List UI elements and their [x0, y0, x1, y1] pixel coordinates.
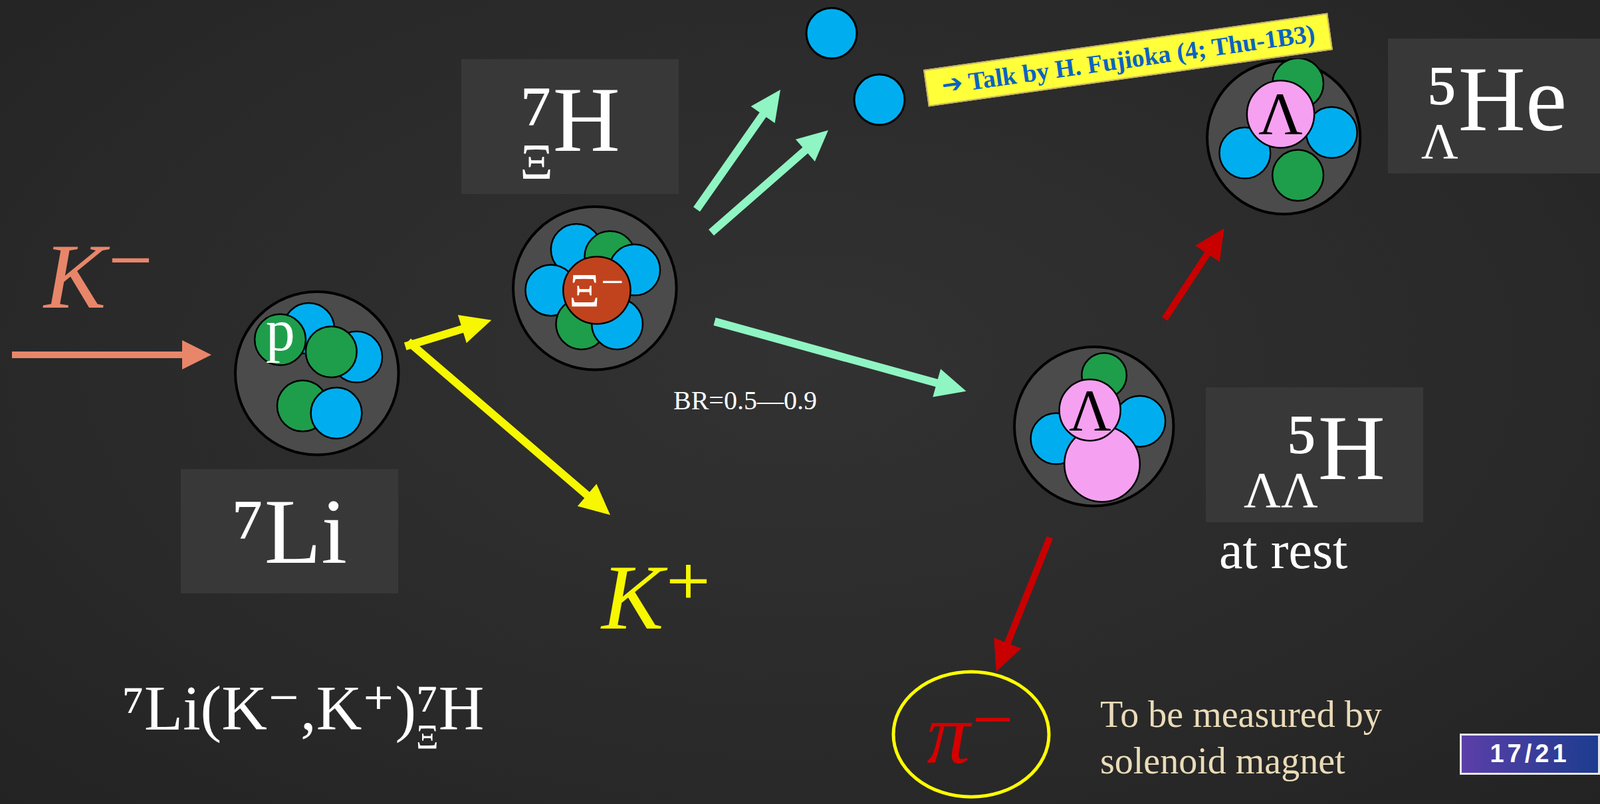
particle-symbol: Λ [1068, 376, 1112, 445]
baryon [305, 326, 357, 378]
stacked-index: ΛΛ⁵ [1243, 428, 1319, 516]
neutron-arrow [711, 130, 829, 233]
arrow-shaft [405, 327, 466, 347]
xi-hypernucleus: Ξ⁻ [510, 204, 680, 373]
hyperon-index: Λ [1421, 115, 1459, 167]
text-part: p [265, 298, 296, 363]
arrow-head [182, 340, 212, 370]
highlight-ellipse [893, 672, 1049, 798]
text-part: BR=0.5—0.9 [673, 385, 817, 416]
double-lambda-hypernucleus: Λ [1011, 344, 1176, 509]
text-part: 17/21 [1489, 739, 1570, 768]
text-part: K⁻ [43, 224, 155, 328]
text-part: π⁻ [926, 685, 1016, 782]
nucleus-label-box: ΛΛ⁵H [1205, 387, 1424, 523]
text-part: To be measured by solenoid magnet [1100, 693, 1382, 782]
neutron [854, 74, 905, 125]
particle-symbol: Λ [1258, 79, 1303, 150]
measurement-note: To be measured by solenoid magnet [1100, 691, 1460, 785]
label-holder: K⁻ [43, 222, 155, 330]
nucleus-label-box: ⁷Li [180, 469, 399, 594]
branching-ratio: BR=0.5—0.9 [673, 385, 817, 417]
nucleus-name: ⁷Li [231, 477, 347, 585]
text-part: Λ [1068, 378, 1112, 443]
reaction-arrow [1164, 228, 1224, 320]
nucleus-outline [513, 206, 677, 371]
label-holder: BR=0.5—0.9 [673, 385, 817, 417]
hyperon-index: Ξ [519, 136, 554, 188]
baryon [1272, 149, 1324, 201]
stacked-index: ⁷Ξ [416, 695, 439, 755]
text-part: Λ [1258, 79, 1303, 148]
nucleus-drawing [232, 289, 402, 458]
baryon [563, 256, 631, 324]
kaon-label: K⁺ [601, 543, 713, 651]
kaon-label: K⁻ [43, 222, 155, 330]
arrow-head [795, 130, 829, 162]
mass-number: ⁵ [1421, 79, 1459, 116]
arrow-head [577, 483, 611, 516]
arrow-shaft [408, 341, 591, 498]
stacked-index: ⁵Λ [1421, 79, 1459, 167]
nucleus-outline [1014, 346, 1174, 506]
reaction-arrow [993, 537, 1050, 673]
arrow-head [751, 89, 781, 123]
arrow-shaft [714, 321, 941, 385]
nucleus-label-box: ⁵ΛHe [1387, 38, 1600, 174]
text-part: He [1458, 47, 1567, 151]
particle-symbol: π⁻ [926, 684, 1016, 785]
pion-ellipse: π⁻ [891, 670, 1051, 800]
nucleus-label-box: ⁷ΞH [461, 59, 679, 195]
reaction-formula: ⁷Li(K⁻,K⁺)⁷ΞH [122, 672, 484, 755]
nucleus-name: ⁷ΞH [519, 65, 621, 188]
mass-number: ⁷ [416, 695, 439, 720]
text-part: at rest [1219, 521, 1348, 580]
stacked-index: ⁷Ξ [519, 100, 554, 188]
label-holder: at rest [1219, 519, 1348, 581]
nucleus-name: ⁵ΛHe [1421, 45, 1567, 167]
arrow-shaft [1164, 250, 1210, 320]
text-part: ⁷Li(K⁻,K⁺) [122, 673, 417, 744]
neutron-arrow [696, 89, 781, 210]
particle-symbol: Ξ⁻ [569, 263, 625, 319]
state-note: at rest [1219, 519, 1348, 581]
mass-number: ⁵ [1243, 428, 1319, 465]
label-holder: K⁺ [601, 543, 713, 651]
label-holder: ⁷Li(K⁻,K⁺)⁷ΞH [122, 672, 484, 755]
baryon [311, 387, 363, 439]
arrow-shaft [11, 351, 187, 359]
mass-number: ⁷ [519, 100, 554, 137]
lithium-nucleus: p [232, 289, 402, 458]
reaction-arrow [405, 315, 492, 347]
arrow-head [993, 638, 1022, 673]
page-number: 17/21 [1489, 739, 1570, 770]
incoming-kaon-arrow [11, 340, 212, 370]
text-part: H [553, 67, 621, 171]
arrow-head [457, 315, 492, 343]
text-part: H [1318, 396, 1386, 500]
hyperon-index: Ξ [416, 719, 439, 755]
hyperon-index: ΛΛ [1243, 464, 1319, 516]
page-number-box: 17/21 [1459, 733, 1600, 776]
nucleus-outline [235, 291, 399, 456]
nucleus-outline [1207, 61, 1361, 215]
arrow-head [1195, 228, 1225, 262]
text-part: Ξ⁻ [569, 263, 625, 318]
nucleus-name: ΛΛ⁵H [1243, 394, 1386, 516]
nucleon-symbol: p [265, 297, 296, 365]
neutron [806, 7, 857, 59]
text-part: ⁷Li [231, 479, 347, 583]
text-part: K⁺ [601, 545, 713, 649]
arrow-head [932, 368, 966, 397]
label-holder: To be measured by solenoid magnet [1100, 691, 1460, 785]
arrow-shaft [1006, 537, 1051, 648]
arrow-shaft [711, 147, 809, 233]
lambda-hypernucleus: Λ [1204, 58, 1363, 217]
text-part: H [438, 673, 485, 744]
